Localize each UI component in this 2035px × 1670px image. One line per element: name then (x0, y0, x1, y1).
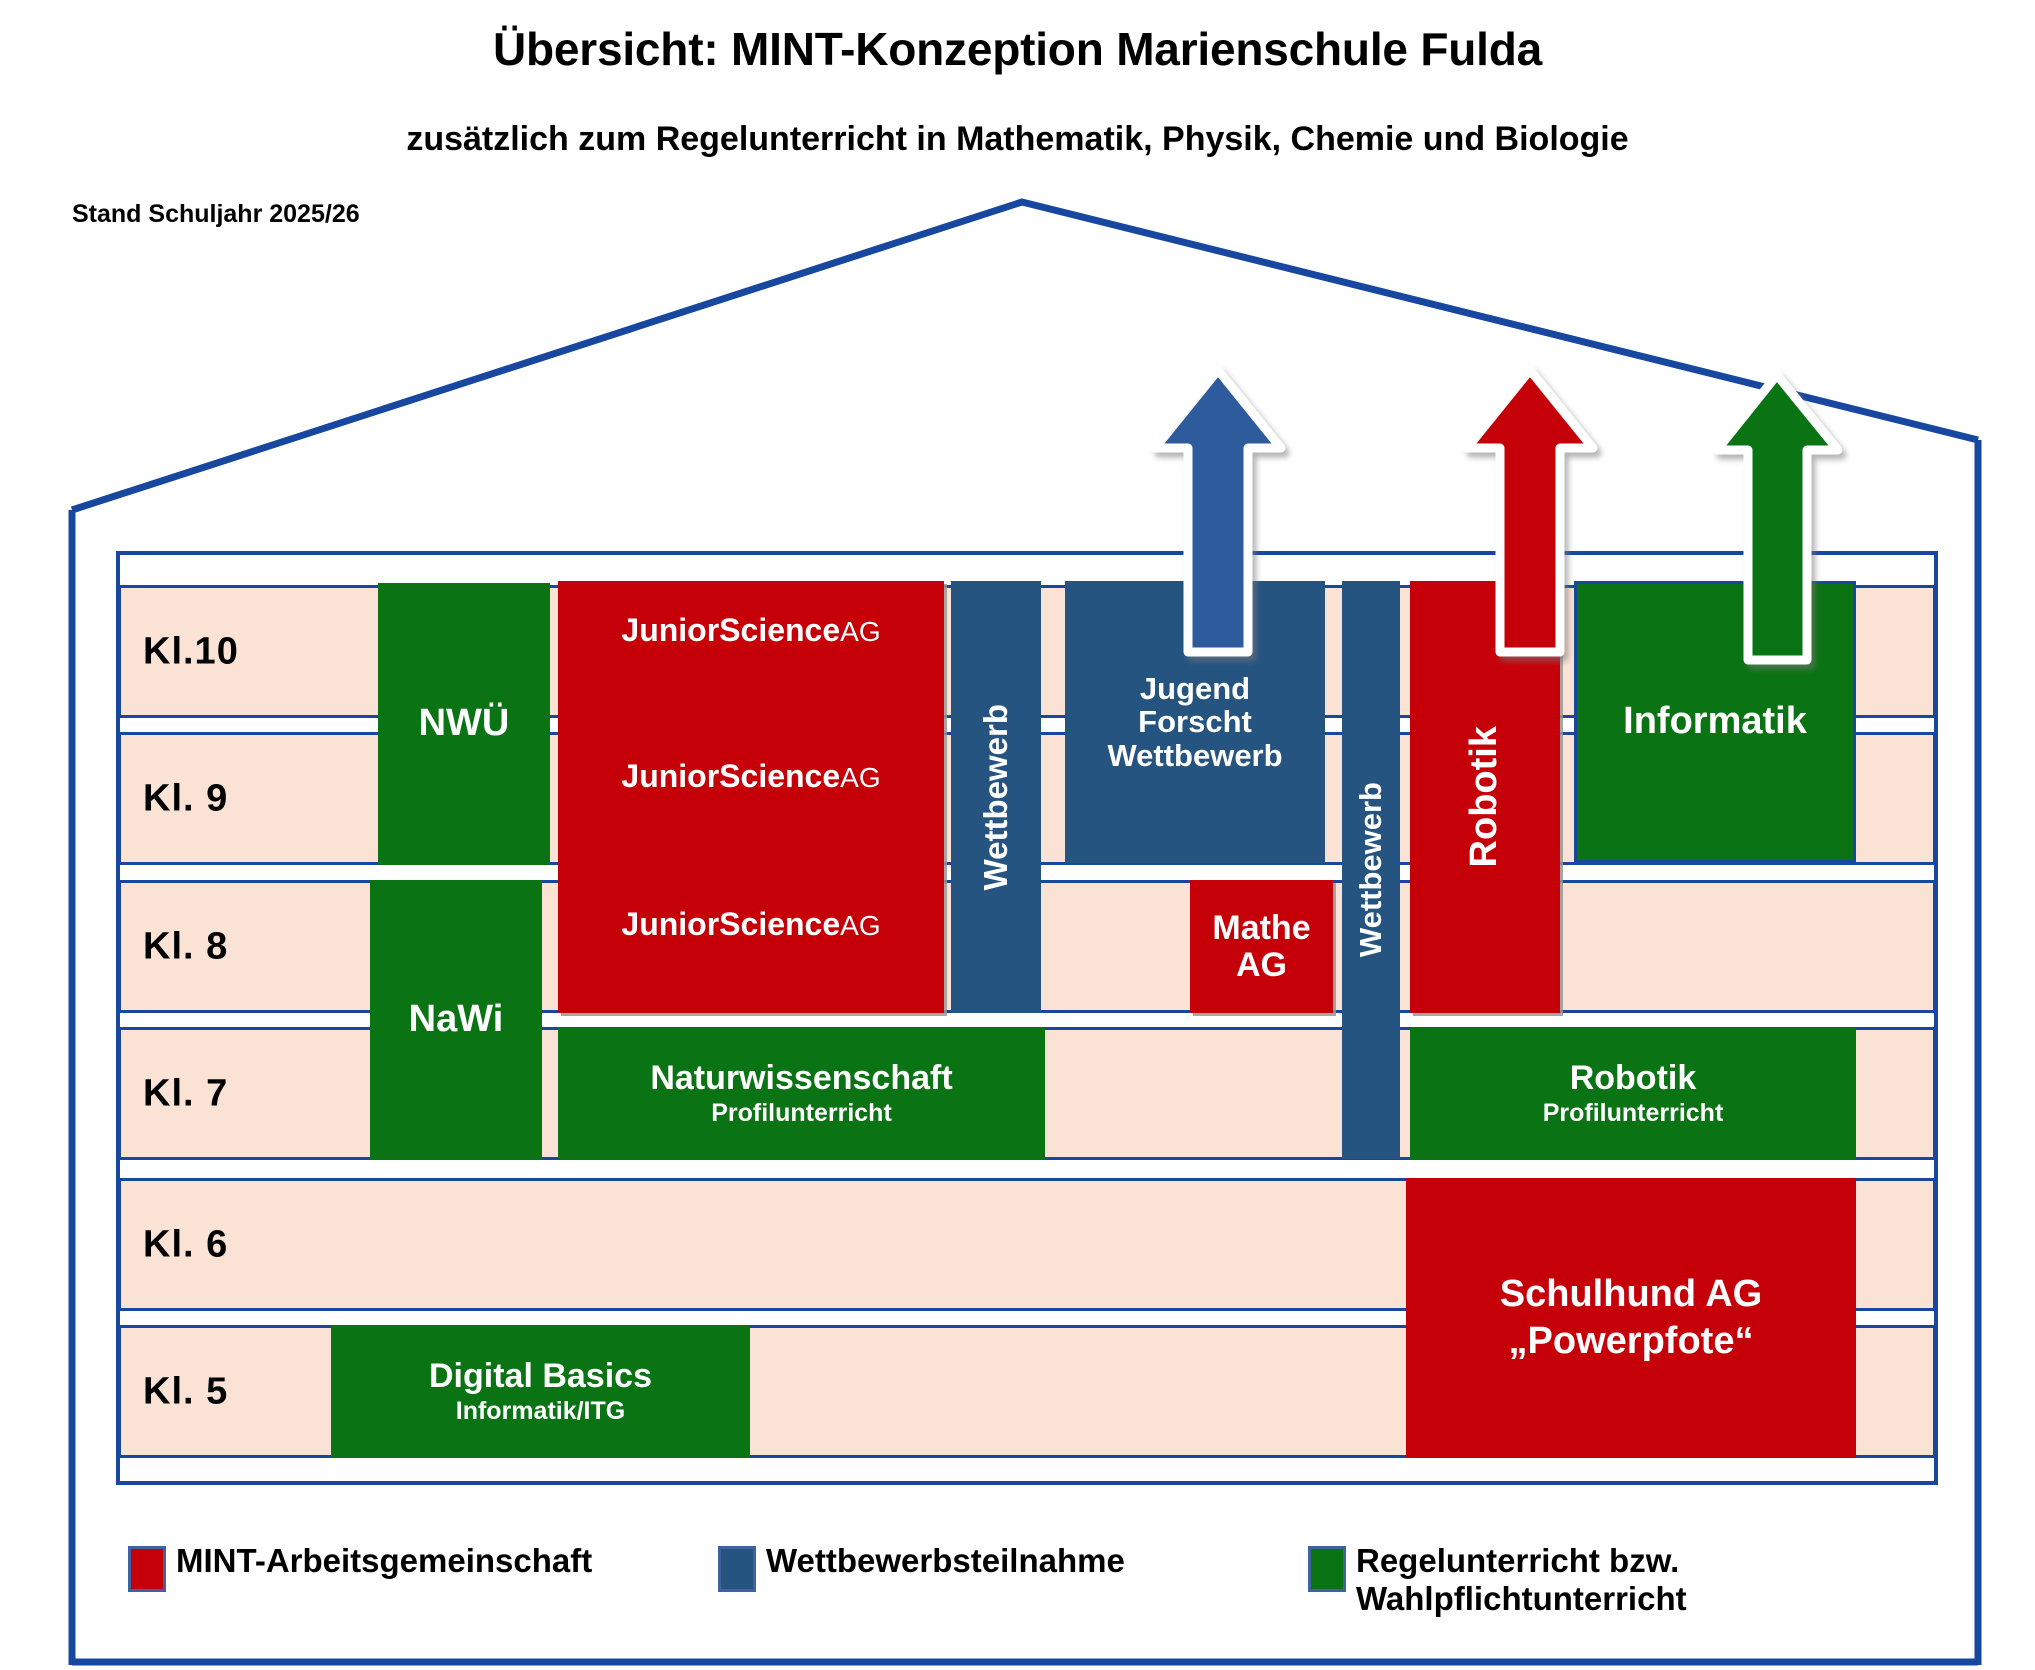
block-robotik-profil-line2: Profilunterricht (1542, 1099, 1724, 1128)
grade-label-8: Kl. 8 (143, 925, 229, 967)
legend-label-regelunterricht: Regelunterricht bzw. Wahlpflichtunterric… (1356, 1542, 1687, 1617)
arrow-green (1710, 370, 1845, 665)
legend-label-mint-ag: MINT-Arbeitsgemeinschaft (176, 1542, 593, 1579)
arrow-blue (1148, 365, 1288, 657)
block-juniorscience-8-suffix: AG (840, 910, 881, 941)
legend-item-wettbewerb: Wettbewerbsteilnahme (718, 1542, 1308, 1592)
block-mathe-ag-line1: Mathe (1212, 908, 1311, 947)
page-title: Übersicht: MINT-Konzeption Marienschule … (492, 23, 1543, 75)
block-schulhund-line1: Schulhund AG (1499, 1272, 1763, 1315)
block-wettbewerb-right-label: Wettbewerb (1353, 782, 1389, 958)
block-nwue-label: NWÜ (418, 702, 510, 745)
legend-item-regelunterricht: Regelunterricht bzw. Wahlpflichtunterric… (1308, 1542, 1908, 1618)
block-wettbewerb-left[interactable]: Wettbewerb (951, 581, 1041, 1013)
block-naturwissenschaft[interactable]: Naturwissenschaft Profilunterricht (558, 1027, 1045, 1160)
block-juniorscience-10-label: JuniorScience (621, 612, 841, 648)
block-schulhund-line2: „Powerpfote“ (1508, 1320, 1754, 1362)
block-juniorscience-9-label: JuniorScience (621, 758, 841, 794)
block-wettbewerb-left-label: Wettbewerb (977, 703, 1015, 891)
grade-label-9: Kl. 9 (143, 777, 229, 819)
block-digital-basics-line1: Digital Basics (429, 1356, 652, 1395)
legend: MINT-Arbeitsgemeinschaft Wettbewerbsteil… (128, 1542, 1928, 1618)
block-digital-basics-line2: Informatik/ITG (455, 1397, 626, 1426)
legend-item-mint-ag: MINT-Arbeitsgemeinschaft (128, 1542, 718, 1592)
block-nawi-label: NaWi (408, 998, 504, 1041)
block-juniorscience-10-suffix: AG (840, 616, 881, 647)
block-naturwissenschaft-line2: Profilunterricht (711, 1099, 892, 1128)
legend-label-wettbewerb: Wettbewerbsteilnahme (766, 1542, 1125, 1579)
grade-label-7: Kl. 7 (143, 1072, 229, 1114)
block-nwue[interactable]: NWÜ (378, 583, 550, 865)
grade-label-10: Kl.10 (143, 630, 239, 672)
legend-swatch-green (1308, 1546, 1346, 1592)
block-informatik-label: Informatik (1623, 700, 1807, 743)
block-juniorscience-9-suffix: AG (840, 762, 881, 793)
arrow-red (1460, 365, 1600, 657)
block-schulhund-ag[interactable]: Schulhund AG „Powerpfote“ (1406, 1178, 1856, 1458)
grade-grid: Kl.10 Kl. 9 Kl. 8 Kl. 7 Kl. 6 Kl. 5 NWÜ … (118, 553, 1936, 1483)
status-text: Stand Schuljahr 2025/26 (72, 200, 360, 228)
block-robotik-ag-label: Robotik (1463, 726, 1506, 868)
block-jugend-forscht-line1: Jugend (1139, 670, 1251, 706)
block-mathe-ag[interactable]: Mathe AG (1190, 880, 1333, 1013)
block-juniorscience[interactable]: JuniorScienceAG JuniorScienceAG JuniorSc… (558, 581, 944, 1013)
block-jugend-forscht-line3: Wettbewerb (1107, 737, 1283, 773)
legend-swatch-red (128, 1546, 166, 1592)
grade-label-6: Kl. 6 (143, 1223, 229, 1265)
block-juniorscience-8-label: JuniorScience (621, 906, 841, 942)
block-nawi[interactable]: NaWi (370, 880, 542, 1160)
page-subtitle: zusätzlich zum Regelunterricht in Mathem… (406, 120, 1629, 158)
block-wettbewerb-right[interactable]: Wettbewerb (1342, 581, 1400, 1159)
block-jugend-forscht-line2: Forscht (1138, 704, 1252, 740)
block-robotik-profil[interactable]: Robotik Profilunterricht (1410, 1027, 1856, 1160)
block-robotik-profil-line1: Robotik (1569, 1058, 1697, 1097)
block-mathe-ag-line2: AG (1236, 945, 1287, 984)
legend-swatch-navy (718, 1546, 756, 1592)
block-naturwissenschaft-line1: Naturwissenschaft (650, 1058, 953, 1097)
grade-label-5: Kl. 5 (143, 1370, 229, 1412)
block-digital-basics[interactable]: Digital Basics Informatik/ITG (331, 1325, 750, 1458)
